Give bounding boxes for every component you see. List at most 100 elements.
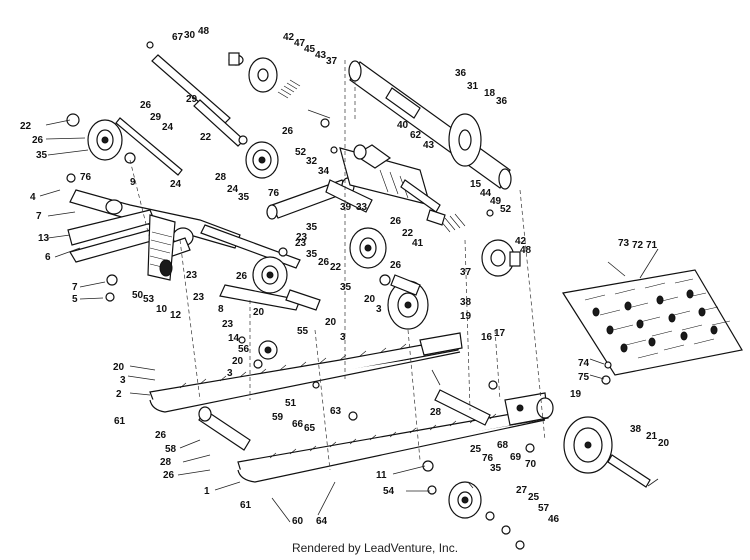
callout: 19: [460, 311, 472, 322]
callout: 75: [578, 372, 590, 383]
callout: 26: [32, 135, 44, 146]
callout: 65: [304, 423, 316, 434]
callout: 61: [114, 416, 126, 427]
track-clip-panel: [562, 269, 743, 376]
callout: 26: [318, 257, 330, 268]
lower-slide-rail: [237, 392, 549, 483]
callout: 52: [295, 147, 307, 158]
callout: 50: [132, 290, 144, 301]
callout: 21: [646, 431, 658, 442]
callout: 45: [304, 44, 316, 55]
callout: 37: [460, 267, 472, 278]
callout: 39: [340, 202, 352, 213]
callout: 24: [227, 184, 239, 195]
callout: 26: [282, 126, 294, 137]
upper-shaft-group: [115, 52, 331, 176]
callout: 35: [490, 463, 502, 474]
callout: 7: [36, 211, 42, 222]
callout: 25: [528, 492, 540, 503]
idler-wheel-35-center: [252, 256, 288, 294]
callout: 49: [490, 196, 502, 207]
callout: 38: [460, 297, 472, 308]
callout: 3: [376, 304, 382, 315]
spring-45: [277, 79, 301, 99]
callout: 60: [292, 516, 304, 527]
callout: 35: [306, 249, 318, 260]
right-spring-rod: [400, 179, 466, 233]
callout: 23: [186, 270, 198, 281]
callout: 43: [315, 50, 327, 61]
callout: 63: [330, 406, 342, 417]
callout: 68: [497, 440, 509, 451]
callout: 47: [294, 38, 306, 49]
callout: 31: [467, 81, 479, 92]
callout: 3: [227, 368, 233, 379]
callout: 33: [356, 202, 368, 213]
callout: 2: [116, 389, 122, 400]
callout: 35: [36, 150, 48, 161]
hardware-fasteners: [66, 41, 612, 550]
lower-wheel-35: [448, 481, 482, 519]
callout: 6: [45, 252, 51, 263]
callout: 9: [130, 177, 136, 188]
lower-shock-58: [198, 406, 251, 451]
callout: 35: [238, 192, 250, 203]
callout: 70: [525, 459, 537, 470]
small-wheel-55: [258, 340, 278, 360]
callout: 54: [383, 486, 395, 497]
callout-labels: 67 30 48 42 47 45 43 37 36 31 18 36 29 2…: [20, 26, 670, 527]
callout: 27: [516, 485, 528, 496]
callout: 13: [38, 233, 50, 244]
callout: 20: [325, 317, 337, 328]
callout: 71: [646, 240, 658, 251]
callout: 73: [618, 238, 630, 249]
callout: 15: [470, 179, 482, 190]
callout: 57: [538, 503, 550, 514]
callout: 58: [165, 444, 177, 455]
callout: 48: [198, 26, 210, 37]
callout: 24: [170, 179, 182, 190]
callout: 22: [402, 228, 414, 239]
callout: 37: [326, 56, 338, 67]
callout: 43: [423, 140, 435, 151]
rear-wheel-38: [536, 397, 651, 488]
callout: 23: [193, 292, 205, 303]
callout: 41: [412, 238, 424, 249]
shock-spring-assembly: [147, 214, 176, 281]
callout: 36: [455, 68, 467, 79]
callout: 59: [272, 412, 284, 423]
idler-wheel-35-left: [87, 119, 123, 161]
callout: 17: [494, 328, 506, 339]
callout: 69: [510, 452, 522, 463]
callout: 72: [632, 240, 644, 251]
callout: 28: [215, 172, 227, 183]
callout: 26: [155, 430, 167, 441]
callout: 53: [143, 294, 155, 305]
callout: 16: [481, 332, 493, 343]
callout: 46: [548, 514, 560, 525]
callout: 42: [515, 236, 527, 247]
callout: 52: [500, 204, 512, 215]
callout: 64: [316, 516, 328, 527]
lower-link-28: [434, 389, 491, 426]
callout: 20: [253, 307, 265, 318]
callout: 42: [283, 32, 295, 43]
callout: 5: [72, 294, 78, 305]
callout: 26: [163, 470, 175, 481]
upper-slide-rail: [149, 332, 463, 413]
callout: 20: [658, 438, 670, 449]
callout: 22: [330, 262, 342, 273]
footer-credit: Rendered by LeadVenture, Inc.: [291, 541, 459, 555]
callout: 66: [292, 419, 304, 430]
callout: 76: [482, 453, 494, 464]
callout: 56: [238, 344, 250, 355]
callout: 3: [120, 375, 126, 386]
callout: 20: [113, 362, 125, 373]
callout: 26: [236, 271, 248, 282]
callout: 10: [156, 304, 168, 315]
callout: 25: [470, 444, 482, 455]
callout: 55: [297, 326, 309, 337]
callout: 18: [484, 88, 496, 99]
callout: 1: [204, 486, 210, 497]
